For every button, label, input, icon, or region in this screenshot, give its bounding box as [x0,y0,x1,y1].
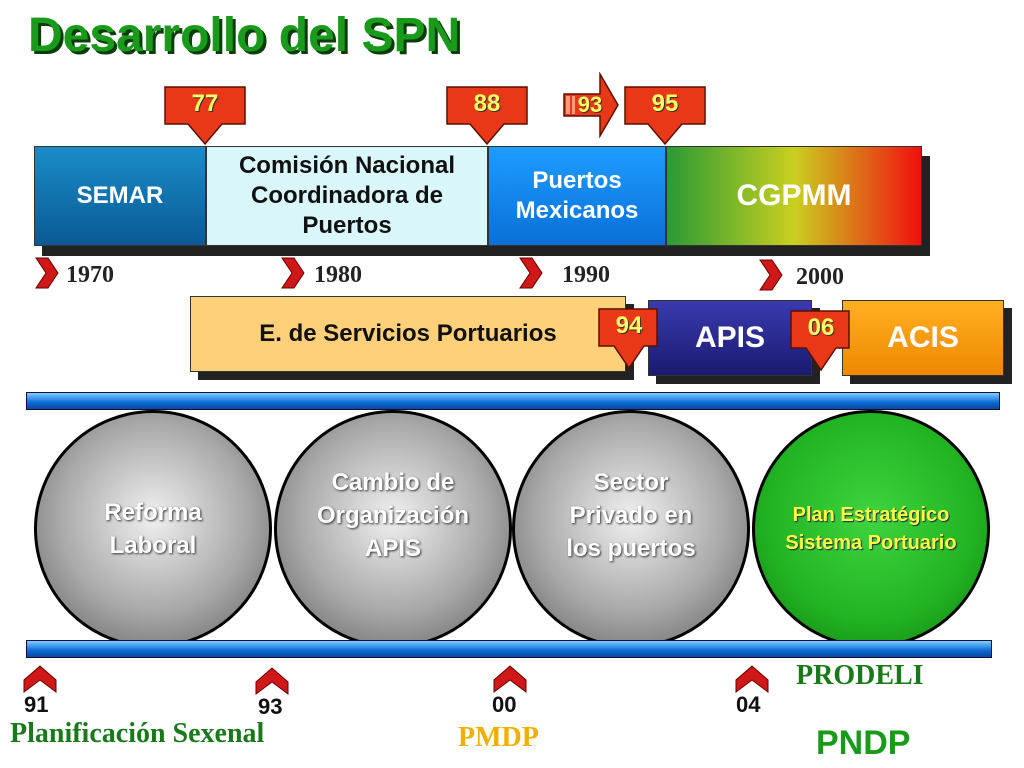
callout-year: 88 [473,90,501,117]
callout-93: 93 [562,71,620,139]
chevron-right-icon [35,257,59,289]
bottom-year: 93 [258,694,283,719]
circle-label: Reforma Laboral [104,496,201,562]
top-blue-bar [26,392,1000,410]
prodeli-label: PRODELI [796,660,924,691]
circle-line: los puertos [566,534,696,562]
circle-line: Reforma [104,499,202,526]
pm-line: Puertos [532,167,622,194]
callout-94: 94 [598,308,660,378]
acis-label: ACIS [887,321,959,354]
decade-label: 1970 [66,262,114,288]
circle-label: Cambio de Organización APIS [317,466,469,565]
planificacion-label: Planificación Sexenal [10,718,265,749]
bottom-year: 91 [24,692,49,717]
circle-line: Privado en [569,501,693,529]
puertos-mexicanos-box: Puertos Mexicanos [488,146,666,246]
chevron-up-icon [493,665,527,693]
circle-label: Sector Privado en los puertos [566,466,695,565]
circle-line: Sistema Portuario [785,532,957,554]
callout-year: 93 [577,92,603,117]
decade-label: 2000 [796,264,844,290]
chevron-up-icon [23,665,57,693]
circle-line: Plan Estratégico [792,504,950,526]
acis-box: ACIS [842,300,1004,376]
callout-88: 88 [446,86,528,146]
cgpmm-label: CGPMM [736,179,852,212]
chevron-up-icon [255,667,289,695]
pndp-label: PNDP [816,724,911,762]
down-callout-icon [624,86,706,146]
apis-label: APIS [694,321,766,354]
cncp-line: Comisión Nacional [238,152,456,179]
eserv-box: E. de Servicios Portuarios [190,296,626,372]
circle-line: Sector [593,468,669,496]
eserv-label: E. de Servicios Portuarios [259,320,557,347]
bottom-blue-bar [26,640,992,658]
circle-reforma-laboral: Reforma Laboral [34,410,272,648]
callout-year: 77 [191,90,219,117]
bottom-year: 00 [492,692,517,717]
cgpmm-box: CGPMM [666,146,922,246]
cncp-line: Puertos [302,212,392,239]
decade-label: 1990 [562,262,610,288]
pm-line: Mexicanos [515,197,639,224]
page-title: Desarrollo del SPN [28,9,461,62]
cncp-label: Comisión Nacional Coordinadora de Puerto… [239,151,455,241]
semar-label: SEMAR [76,182,164,209]
circle-line: APIS [364,534,421,562]
circle-line: Cambio de [331,468,455,496]
pm-label: Puertos Mexicanos [516,166,639,226]
bottom-year: 04 [736,692,761,717]
pmdp-label: PMDP [458,722,539,753]
cncp-line: Coordinadora de [250,182,443,209]
circle-line: Organización [316,501,470,529]
right-arrow-icon [563,71,619,139]
chevron-right-icon [519,257,543,289]
callout-year: 06 [807,314,835,341]
callout-year: 95 [651,90,679,117]
semar-box: SEMAR [34,146,206,246]
down-callout-icon [164,86,246,146]
circle-plan-estrategico: Plan Estratégico Sistema Portuario [752,410,990,648]
cncp-box: Comisión Nacional Coordinadora de Puerto… [206,146,488,246]
callout-06: 06 [790,310,852,380]
chevron-up-icon [735,665,769,693]
apis-box: APIS [648,300,812,376]
callout-77: 77 [164,86,246,146]
down-callout-icon [790,310,850,372]
callout-year: 94 [615,312,643,339]
down-callout-icon [598,308,658,370]
circle-cambio-organizacion: Cambio de Organización APIS [274,410,512,648]
decade-label: 1980 [314,262,362,288]
circle-line: Laboral [109,532,197,559]
chevron-right-icon [281,257,305,289]
callout-95: 95 [624,86,706,146]
circle-label: Plan Estratégico Sistema Portuario [785,501,956,557]
down-callout-icon [446,86,528,146]
circle-sector-privado: Sector Privado en los puertos [512,410,750,648]
chevron-right-icon [759,259,783,291]
